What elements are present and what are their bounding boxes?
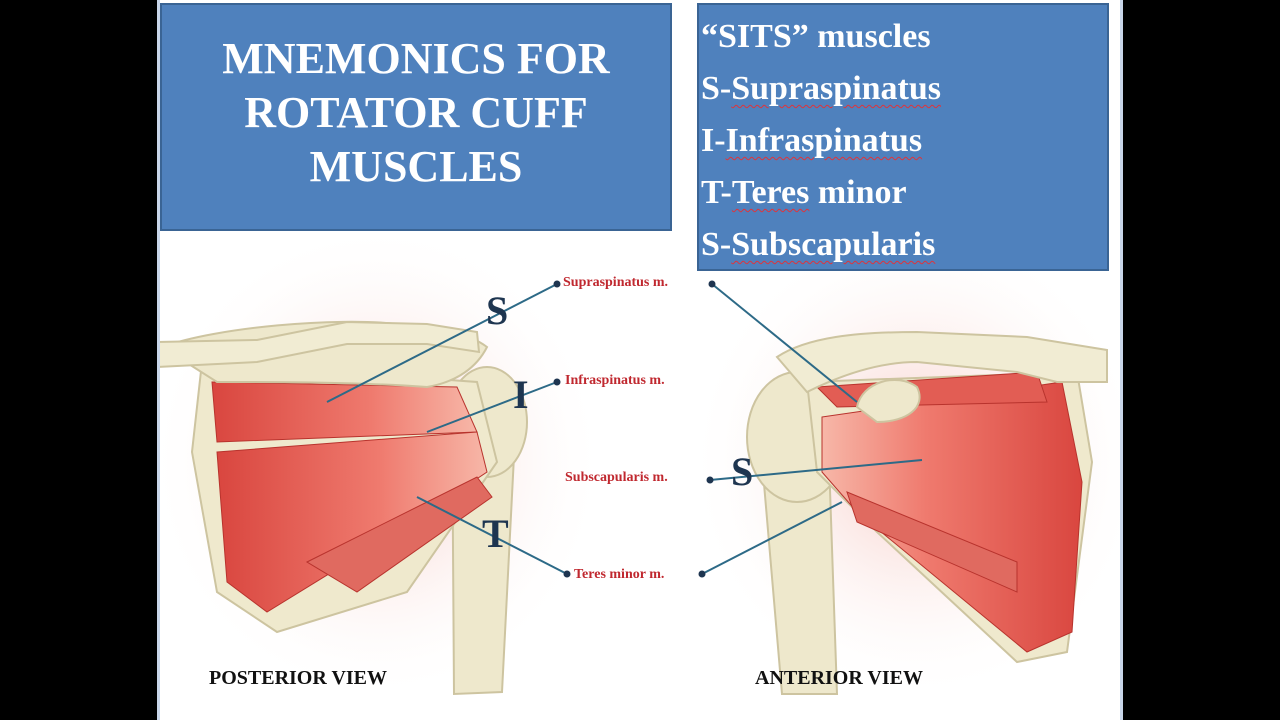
slide: MNEMONICS FOR ROTATOR CUFF MUSCLES “SITS… <box>157 0 1123 720</box>
letter-t: T <box>482 511 509 556</box>
label-infraspinatus: Infraspinatus m. <box>565 373 665 388</box>
leader-lines <box>326 283 923 575</box>
anterior-view-label: ANTERIOR VIEW <box>755 667 923 689</box>
title-box: MNEMONICS FOR ROTATOR CUFF MUSCLES <box>160 3 672 231</box>
sits-mnemonic-box: “SITS” muscles S-Supraspinatus I-Infrasp… <box>697 3 1109 271</box>
sits-item-subscapularis: S-Subscapularis <box>701 219 1107 271</box>
letter-s-anterior: S <box>731 449 754 494</box>
sits-muscle-name: Subscapularis <box>731 226 936 263</box>
sits-heading: “SITS” muscles <box>701 18 931 55</box>
title-line-3: MUSCLES <box>309 142 523 191</box>
shoulder-anatomy-illustration <box>157 232 1123 702</box>
label-teres-minor: Teres minor m. <box>574 567 665 582</box>
sits-item-infraspinatus: I-Infraspinatus <box>701 115 1107 167</box>
leader-dots <box>553 280 716 578</box>
sits-prefix: I- <box>701 122 726 159</box>
posterior-view-label: POSTERIOR VIEW <box>209 667 388 689</box>
sits-prefix: T- <box>701 174 732 211</box>
sits-item-supraspinatus: S-Supraspinatus <box>701 63 1107 115</box>
slide-title: MNEMONICS FOR ROTATOR CUFF MUSCLES <box>222 32 609 194</box>
sits-muscle-name: Teres <box>731 174 810 211</box>
sits-item-teres-minor: T-Teres minor <box>701 167 1107 219</box>
sits-muscle-name: Supraspinatus <box>731 70 942 107</box>
sits-prefix: S- <box>701 226 732 263</box>
title-line-1: MNEMONICS FOR <box>222 34 610 83</box>
letter-s-posterior: S <box>486 288 509 333</box>
sits-prefix: S- <box>701 70 732 107</box>
sits-muscle-suffix: minor <box>809 174 907 211</box>
letter-i: I <box>513 372 529 417</box>
sits-muscle-name: Infraspinatus <box>725 122 923 159</box>
label-subscapularis: Subscapularis m. <box>565 470 668 485</box>
anterior-shoulder <box>746 330 1108 695</box>
title-line-2: ROTATOR CUFF <box>244 88 588 137</box>
label-supraspinatus: Supraspinatus m. <box>563 275 669 290</box>
posterior-shoulder <box>157 320 528 696</box>
